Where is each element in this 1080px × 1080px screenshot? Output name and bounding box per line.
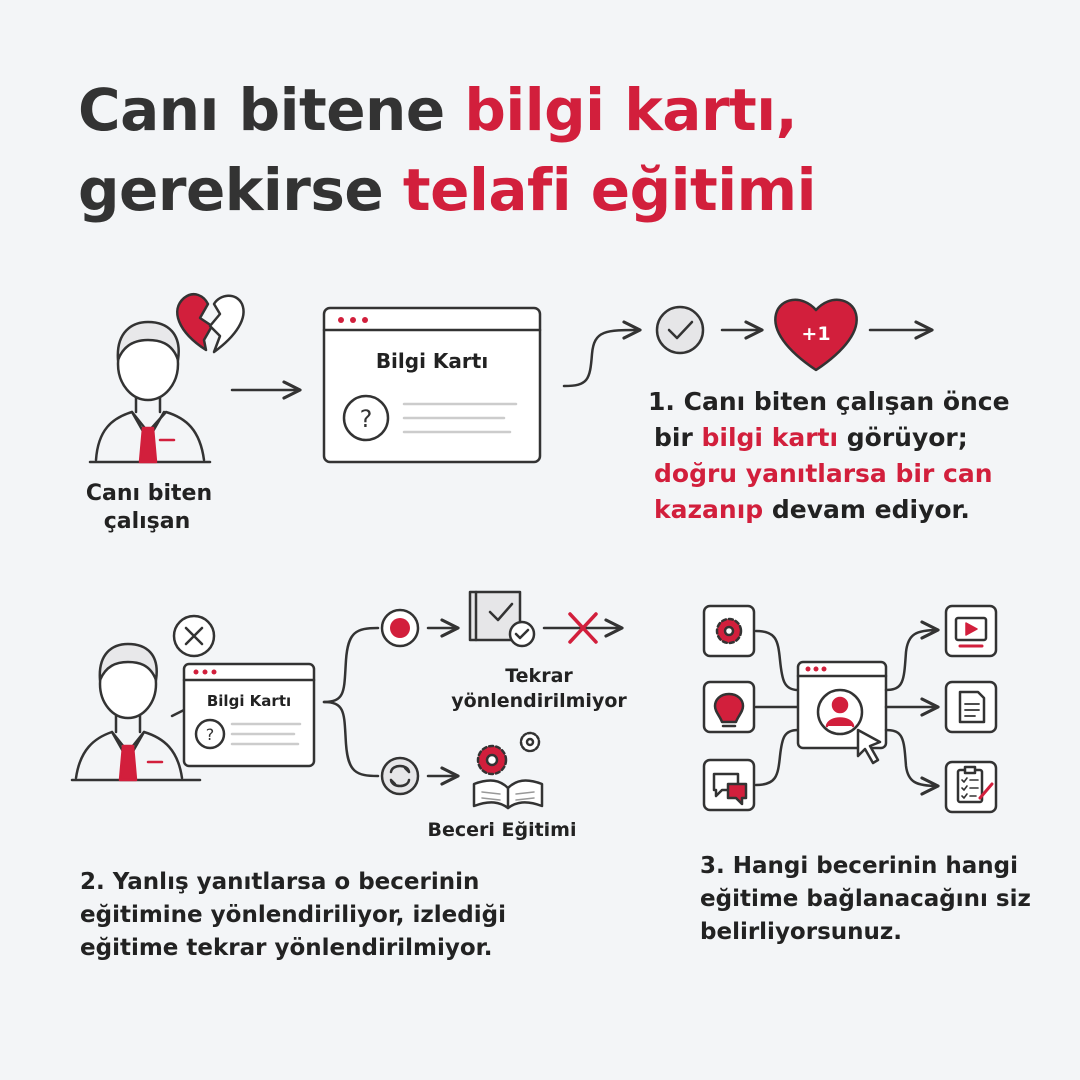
svg-text:?: ? [360,405,373,433]
info-card-window-2[interactable]: Bilgi Kartı ? [170,662,316,768]
branch-top-label-line-1: Tekrar [505,665,573,687]
connector-gear [754,629,800,692]
step-1-line-4: kazanıp devam ediyor. [648,492,1010,528]
x-circle-icon [172,614,216,658]
step-1-line-4-accent: kazanıp [654,495,764,524]
card-title-2: Bilgi Kartı [207,692,291,710]
arrow-checklist [884,728,940,796]
step-3-description: 3. Hangi becerinin hangi eğitime bağlana… [700,850,1031,949]
employee-figure-1 [88,320,212,464]
document-icon [944,680,998,734]
card-title-1: Bilgi Kartı [376,349,488,373]
branch-bottom-label: Beceri Eğitimi [427,819,576,841]
step-2-line-2: eğitimine yönlendiriliyor, izlediği [80,902,506,928]
user-cursor-window-icon [796,660,888,765]
repeat-icon [380,756,420,796]
branch-line-top [322,626,380,704]
gear-icon [702,604,756,658]
lightbulb-icon [702,680,756,734]
employee-label-line-2: çalışan [104,509,191,534]
step-2-description: 2. Yanlış yanıtlarsa o becerinin eğitimi… [80,866,506,965]
check-icon [655,305,705,355]
branch-line-bottom [322,700,380,778]
title-line-1-plain: Canı bitene [78,76,465,144]
page-title: Canı bitene bilgi kartı, gerekirse telaf… [78,70,816,230]
step-3-line-1: 3. Hangi becerinin hangi [700,853,1019,879]
arrow-video [884,620,940,692]
cross-icon [568,612,598,644]
step-3-line-2: eğitime bağlanacağını siz [700,886,1031,912]
arrow-2 [562,320,642,388]
title-line-2: gerekirse telafi eğitimi [78,150,816,230]
branch-top-label-line-2: yönlendirilmiyor [451,690,627,712]
step-1-line-2-a: bir [654,423,702,452]
title-line-1-accent: bilgi kartı, [464,76,798,144]
step-2-line-1: 2. Yanlış yanıtlarsa o becerinin [80,869,480,895]
step-1-line-1: 1. Canı biten çalışan önce [648,387,1010,416]
step-1-line-4-b: devam ediyor. [763,495,970,524]
heart-bonus-text: +1 [801,323,830,345]
info-card-window-1[interactable]: Bilgi Kartı ? [322,306,542,464]
book-check-icon [468,590,536,648]
record-icon [380,608,420,648]
step-1-line-2-accent: bilgi kartı [701,423,839,452]
title-line-2-accent: telafi eğitimi [402,156,817,224]
question-icon-small: ? [194,718,226,750]
step-1-description: 1. Canı biten çalışan önce bir bilgi kar… [648,384,1010,528]
chat-icon [702,758,756,812]
step-1-line-2-c: görüyor; [838,423,968,452]
broken-heart-icon [176,293,245,354]
title-line-2-plain: gerekirse [78,156,403,224]
step-3-line-3: belirliyorsunuz. [700,919,903,945]
connector-chat [754,728,800,787]
step-1-line-2: bir bilgi kartı görüyor; [648,420,1010,456]
heart-plus-one-icon: +1 [774,298,858,372]
video-icon [944,604,998,658]
question-icon: ? [342,394,390,442]
step-1-line-3: doğru yanıtlarsa bir can [654,459,993,488]
title-line-1: Canı bitene bilgi kartı, [78,70,816,150]
checklist-icon [944,760,998,814]
employee-label-line-1: Canı biten [86,481,212,506]
svg-text:?: ? [206,725,215,744]
gears-book-icon [472,731,544,810]
step-2-line-3: eğitime tekrar yönlendirilmiyor. [80,935,493,961]
employee-figure-2 [70,642,202,782]
